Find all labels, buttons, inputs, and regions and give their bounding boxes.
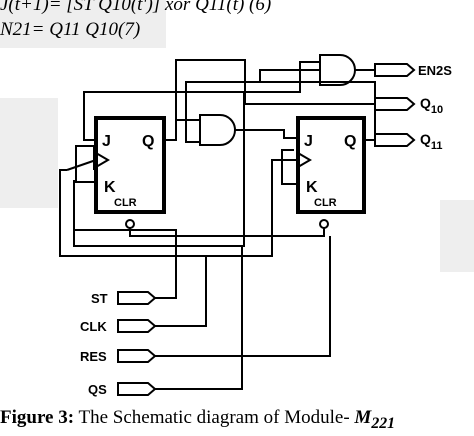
flipflop-2-k-label: K bbox=[306, 179, 318, 196]
caption-text: The Schematic diagram of Module- bbox=[74, 407, 355, 428]
wire-st-in bbox=[74, 229, 177, 299]
wire-res-in bbox=[155, 236, 331, 357]
input-label-qs: QS bbox=[88, 382, 107, 397]
wire-ff1-k bbox=[75, 145, 96, 183]
equation-1: J(t+1)= [ST Q10(t')] xor Q11(t) (6) bbox=[0, 0, 272, 15]
output-connector-q10 bbox=[374, 97, 416, 111]
output-connector-en2s bbox=[374, 63, 416, 77]
equation-2: N21= Q11 Q10(7) bbox=[0, 19, 141, 40]
background-panel-top bbox=[0, 0, 166, 48]
input-label-st: ST bbox=[91, 291, 108, 306]
wire-clk-bus bbox=[59, 159, 298, 257]
flipflop-2-clock-mark bbox=[297, 152, 312, 168]
wire-and-to-ff2-j bbox=[235, 129, 298, 139]
input-label-clk: CLK bbox=[80, 319, 107, 334]
wire-ff1-q bbox=[164, 59, 375, 141]
wire-qs-in bbox=[155, 246, 243, 390]
flipflop-1-clr-bubble bbox=[125, 219, 135, 229]
output-label-en2s: EN2S bbox=[418, 63, 452, 78]
flipflop-2-j-label: J bbox=[304, 133, 313, 150]
flipflop-2-q-label: Q bbox=[344, 133, 356, 150]
input-connector-st bbox=[117, 291, 157, 305]
wire-clk-ff1 bbox=[66, 159, 97, 171]
caption-module-sub: 221 bbox=[371, 414, 396, 432]
input-connector-res bbox=[117, 349, 157, 363]
output-label-q11: Q11 bbox=[420, 131, 443, 152]
figure-caption: Figure 3: The Schematic diagram of Modul… bbox=[0, 406, 395, 436]
wire-ff1-q-to-and bbox=[175, 119, 200, 140]
input-connector-qs bbox=[117, 382, 157, 396]
wire-st-bus bbox=[73, 92, 245, 247]
flipflop-1-q-label: Q bbox=[142, 133, 154, 150]
flipflop-2-clr-label: CLR bbox=[314, 197, 337, 209]
wire-q11-to-and bbox=[185, 81, 260, 143]
flipflop-1-k-label: K bbox=[104, 179, 116, 196]
output-connector-q11 bbox=[374, 133, 416, 147]
flipflop-2-clr-bubble bbox=[319, 219, 329, 229]
and-gate-en2s bbox=[319, 54, 356, 86]
wire-res-clr bbox=[129, 228, 325, 237]
output-label-q10: Q10 bbox=[420, 95, 443, 116]
caption-module: M bbox=[354, 407, 372, 428]
wire-clk-in bbox=[155, 256, 207, 327]
input-connector-clk bbox=[117, 319, 157, 333]
wire-ff1-j bbox=[83, 61, 320, 141]
and-gate-middle bbox=[199, 114, 236, 146]
wire-ff2-k bbox=[281, 149, 298, 185]
input-label-res: RES bbox=[80, 349, 107, 364]
caption-prefix: Figure 3: bbox=[0, 407, 75, 428]
flipflop-1-body bbox=[94, 116, 166, 214]
background-panel-right bbox=[440, 200, 474, 272]
flipflop-1-clock-mark bbox=[95, 152, 110, 168]
flipflop-2-body bbox=[296, 116, 366, 214]
flipflop-1-clr-label: CLR bbox=[114, 197, 137, 209]
background-panel-left bbox=[0, 98, 58, 208]
flipflop-1-j-label: J bbox=[102, 133, 111, 150]
